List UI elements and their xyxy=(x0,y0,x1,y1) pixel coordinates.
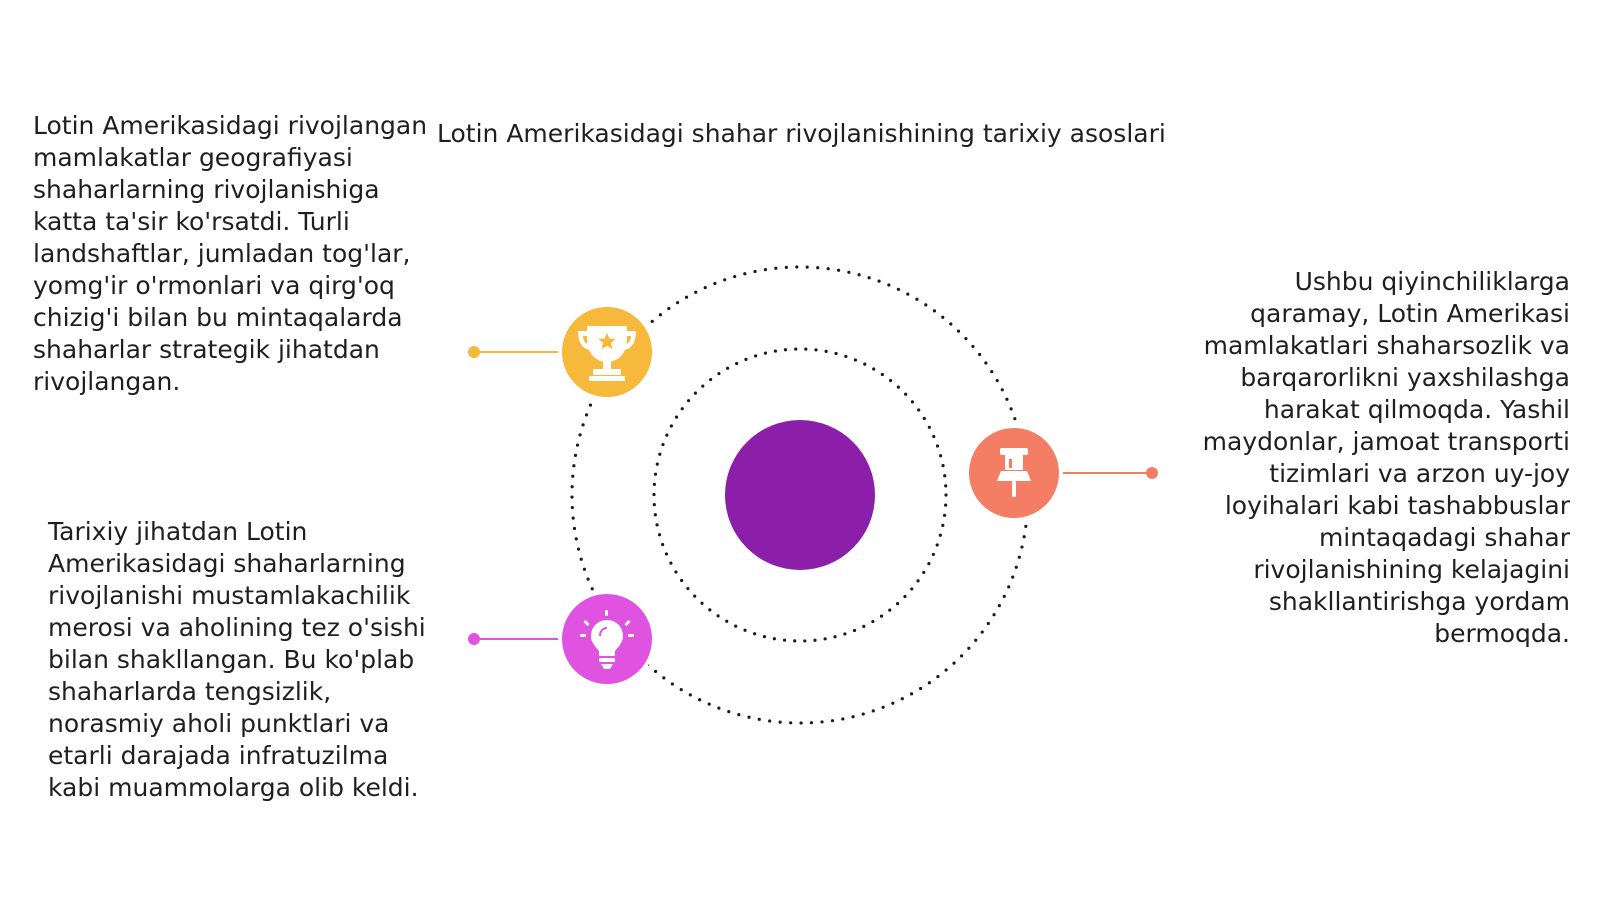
text-block-geography: Lotin Amerikasidagi rivojlangan mamlakat… xyxy=(33,111,428,396)
trophy-connector xyxy=(468,346,562,358)
inner-orbit xyxy=(652,347,948,643)
bulb-node xyxy=(558,590,656,688)
center-circle xyxy=(725,420,875,570)
text-block-history: Tarixiy jihatdan Lotin Amerikasidagi sha… xyxy=(48,517,426,802)
bulb-connector xyxy=(468,633,562,645)
trophy-node xyxy=(558,303,656,401)
text-block-initiatives: Ushbu qiyinchiliklarga qaramay, Lotin Am… xyxy=(1202,267,1570,648)
pushpin-icon xyxy=(997,448,1031,497)
slide-title: Lotin Amerikasidagi shahar rivojlanishin… xyxy=(437,119,1166,148)
pin-connector xyxy=(1060,467,1158,479)
lightbulb-icon xyxy=(580,610,634,669)
pin-node xyxy=(965,424,1063,522)
trophy-icon xyxy=(578,326,636,381)
